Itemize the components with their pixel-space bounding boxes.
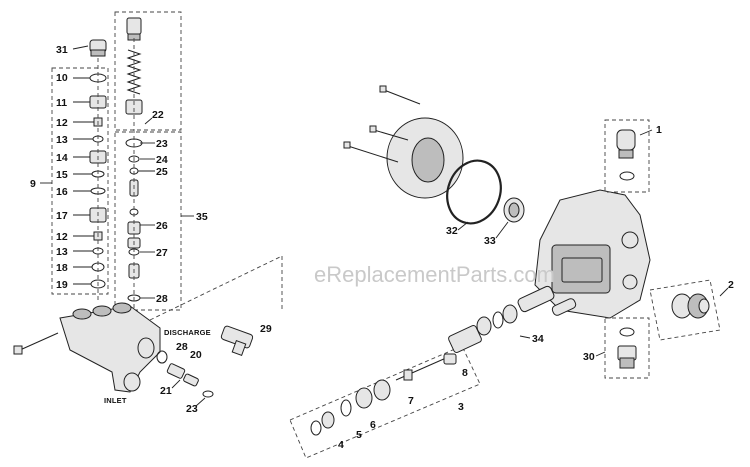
part-23-fitting-ring: [202, 390, 214, 398]
callout-13b: 13: [56, 246, 68, 258]
dashed-group-22: [114, 11, 182, 131]
callout-19: 19: [56, 279, 68, 291]
callout-12b: 12: [56, 231, 68, 243]
callout-17: 17: [56, 210, 68, 222]
callout-8: 8: [462, 367, 468, 379]
callout-27: 27: [156, 247, 168, 259]
pump-housing: [534, 189, 651, 319]
part-31-plug: [89, 39, 107, 57]
callout-labels: 31 10 11 12 13 14 15 16 17 12 13 18 19 9…: [30, 44, 734, 451]
callout-26: 26: [156, 220, 168, 232]
callout-18: 18: [56, 262, 68, 274]
manifold-bolt: [19, 332, 59, 351]
callout-4: 4: [338, 439, 344, 451]
callout-23b: 23: [186, 403, 198, 415]
part-2-plug: [671, 293, 710, 319]
callout-15: 15: [56, 169, 68, 181]
callout-9: 9: [30, 178, 36, 190]
callout-13: 13: [56, 134, 68, 146]
part-spring: [126, 49, 142, 95]
callout-20: 20: [190, 349, 202, 361]
part-30-plug: [617, 327, 637, 369]
part-32-oring: [446, 159, 502, 225]
flange-bolt-3: [347, 145, 399, 163]
discharge-caption: DISCHARGE: [164, 328, 211, 337]
left-valve-stack: [51, 39, 109, 300]
callout-25: 25: [156, 166, 168, 178]
part-29-tee: [220, 325, 254, 356]
plunger-assembly: [310, 353, 457, 436]
dashed-group-35: [114, 131, 182, 311]
callout-22: 22: [152, 109, 164, 121]
manifold: [13, 302, 161, 393]
callout-5: 5: [356, 429, 362, 441]
leader-lines: [40, 45, 729, 407]
part-20-nipple: [166, 363, 186, 379]
dashed-group-1: [604, 119, 650, 193]
callout-32: 32: [446, 225, 458, 237]
callout-23: 23: [156, 138, 168, 150]
watermark: eReplacementParts.com: [314, 262, 555, 287]
part-28-fitting-ring: [156, 350, 168, 364]
callout-21: 21: [160, 385, 172, 397]
rear-flange: [343, 85, 464, 199]
callout-24: 24: [156, 154, 168, 166]
part-24-ring: [128, 155, 140, 163]
part-cap: [126, 17, 142, 35]
callout-29: 29: [260, 323, 272, 335]
part-valve-body: [125, 99, 143, 115]
flange-bolt-2: [373, 129, 409, 141]
callout-28: 28: [156, 293, 168, 305]
part-7-seal: [373, 379, 391, 401]
dashed-group-2: [649, 279, 721, 341]
part-seal-a: [355, 387, 373, 409]
dashed-group-30: [604, 317, 650, 379]
callout-31: 31: [56, 44, 68, 56]
inlet-caption: INLET: [104, 396, 127, 405]
part-21-adapter: [183, 373, 199, 387]
callout-6: 6: [370, 419, 376, 431]
callout-7: 7: [408, 395, 414, 407]
part-8-nut: [443, 353, 457, 365]
callout-35: 35: [196, 211, 208, 223]
part-5-washer: [321, 411, 335, 429]
dashed-group-9: [51, 67, 109, 295]
callout-16: 16: [56, 186, 68, 198]
callout-1: 1: [656, 124, 662, 136]
callout-3: 3: [458, 401, 464, 413]
part-1-plug: [616, 129, 636, 181]
callout-11: 11: [56, 97, 67, 109]
discharge-fittings: [156, 325, 254, 398]
center-valve-group: [114, 11, 182, 318]
part-33-seal: [503, 197, 525, 223]
part-4-ring: [310, 420, 322, 436]
callout-14: 14: [56, 152, 68, 164]
flange-bolt-1: [383, 89, 421, 105]
callout-10: 10: [56, 72, 68, 84]
callout-30: 30: [583, 351, 595, 363]
callout-34: 34: [532, 333, 544, 345]
dashed-link-manifold: [149, 255, 283, 321]
part-6-ring: [340, 399, 352, 417]
part-34-plunger: [448, 285, 577, 354]
callout-33: 33: [484, 235, 496, 247]
callout-28b: 28: [176, 341, 188, 353]
callout-12: 12: [56, 117, 68, 129]
callout-2: 2: [728, 279, 734, 291]
